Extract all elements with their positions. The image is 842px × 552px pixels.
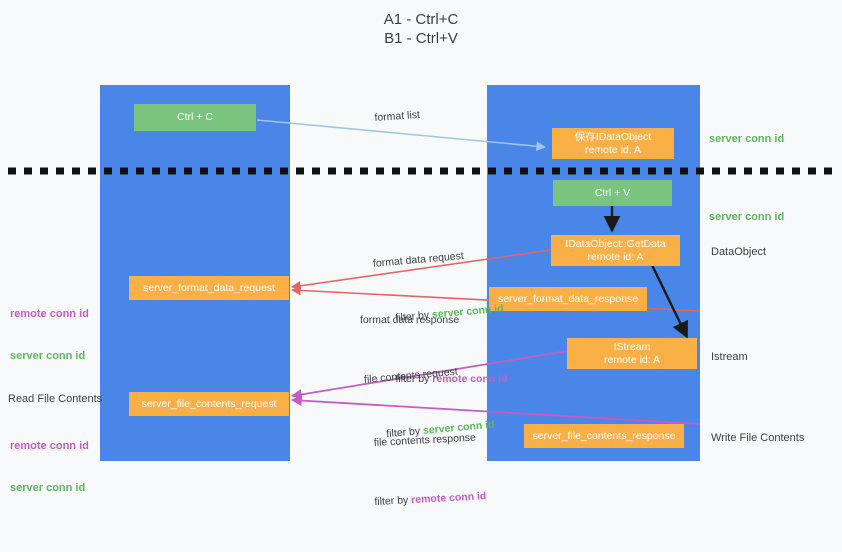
edge-label-format-data-response-filter: filter by remote conn id xyxy=(378,358,508,400)
diagram-canvas: A1 - Ctrl+C B1 - Ctrl+V A1 remote B1 con… xyxy=(8,11,836,508)
box-ctrl-v[interactable]: Ctrl + V xyxy=(553,180,672,206)
box-server-file-contents-response[interactable]: server_file_contents_response xyxy=(524,424,684,448)
right-label-dataobject: DataObject xyxy=(711,246,767,258)
filter-prefix: filter by xyxy=(395,373,433,385)
filter-prefix: filter by xyxy=(374,494,412,508)
box-idataobject-getdata[interactable]: IDataObject::GetData remote id: A xyxy=(551,235,680,266)
box-istream[interactable]: IStream remote id: A xyxy=(567,338,697,369)
edge-label-format-data-request-text: format data request xyxy=(372,249,465,270)
left-label-remote-conn-id-upper: remote conn id xyxy=(10,308,89,320)
filter-key-remote-conn-id: remote conn id xyxy=(432,373,508,385)
box-save-idataobject[interactable]: 保存IDataObject remote id: A xyxy=(552,128,674,159)
edge-label-format-list: format list xyxy=(374,108,421,124)
right-label-server-conn-id-top: server conn id xyxy=(709,133,785,145)
page-title: A1 - Ctrl+C B1 - Ctrl+V xyxy=(383,11,459,47)
edge-label-file-contents-response-text: file contents response xyxy=(373,431,477,449)
edge-label-file-contents-response: file contents response filter by remote … xyxy=(372,402,489,551)
box-ctrl-c[interactable]: Ctrl + C xyxy=(134,104,256,131)
box-server-file-contents-request[interactable]: server_file_contents_request xyxy=(129,392,289,416)
edge-label-format-data-response: format data response filter by remote co… xyxy=(360,285,508,428)
edge-label-file-contents-request-text: file contents request xyxy=(363,365,459,386)
left-label-server-conn-id-upper: server conn id xyxy=(10,350,86,362)
right-label-istream: Istream xyxy=(711,351,748,363)
right-label-server-conn-id-mid: server conn id xyxy=(709,211,785,223)
right-label-write-file-contents: Write File Contents xyxy=(711,432,805,444)
filter-key-remote-conn-id: remote conn id xyxy=(410,490,487,507)
left-label-conn-ids-upper: remote conn id server conn id xyxy=(10,279,89,391)
left-label-server-conn-id-lower: server conn id xyxy=(10,482,86,494)
box-server-format-data-request[interactable]: server_format_data_request xyxy=(129,276,289,300)
left-label-remote-conn-id-lower: remote conn id xyxy=(10,440,89,452)
edge-label-file-contents-response-filter: filter by remote conn id xyxy=(356,475,488,524)
left-label-conn-ids-lower: remote conn id server conn id xyxy=(10,411,89,523)
left-label-read-file-contents: Read File Contents xyxy=(8,393,103,405)
edge-label-format-data-response-text: format data response xyxy=(360,314,460,326)
box-server-format-data-response[interactable]: server_format_data_response xyxy=(489,287,647,311)
